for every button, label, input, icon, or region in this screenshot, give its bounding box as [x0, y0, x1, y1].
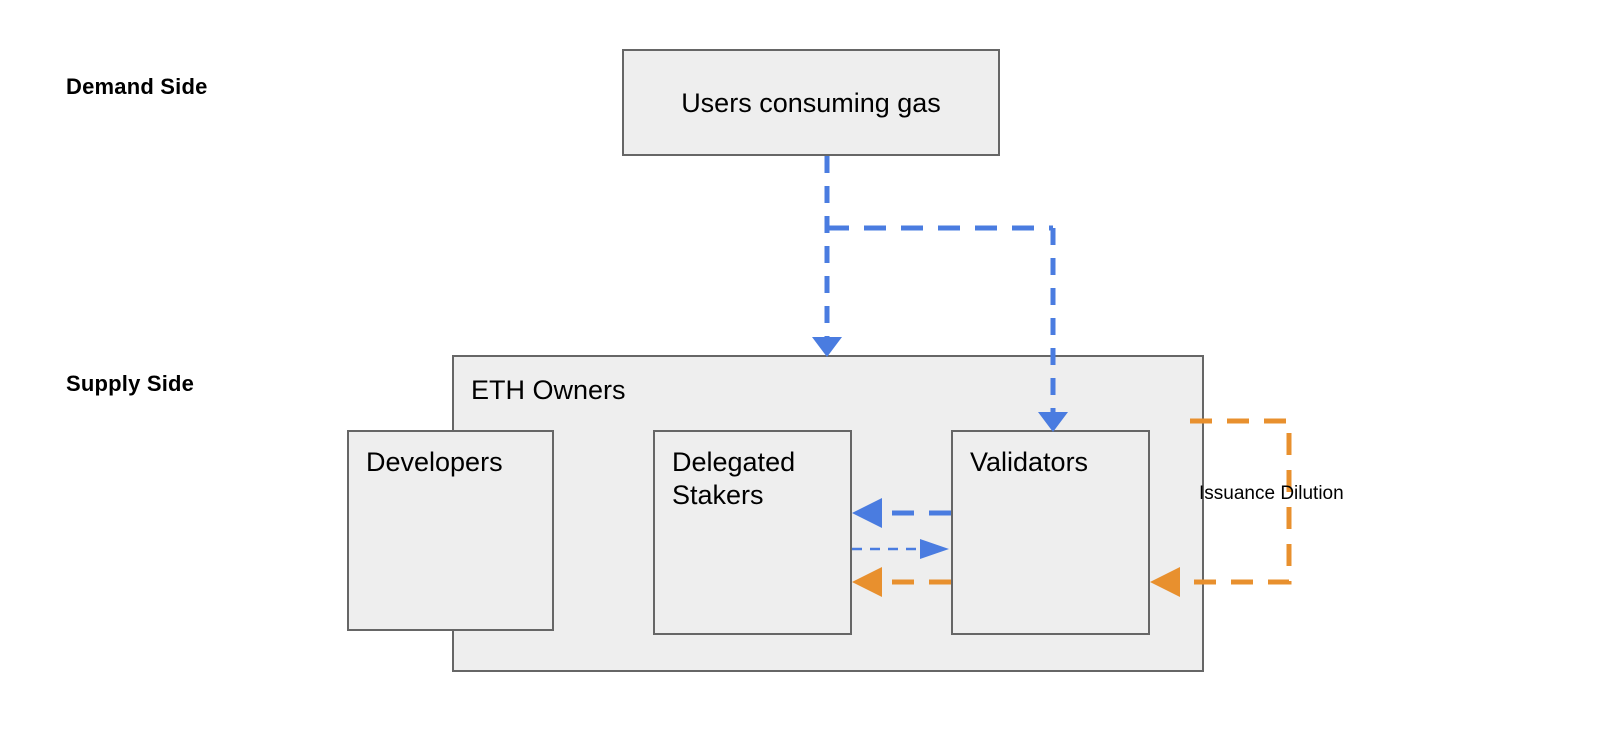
node-developers-label: Developers [366, 447, 503, 477]
edge-label-issuance-dilution: Issuance Dilution [1199, 483, 1344, 504]
node-validators-label: Validators [970, 447, 1089, 477]
node-users-consuming-gas[interactable]: Users consuming gas [622, 49, 1000, 156]
edge-users-to-eth-owners [812, 156, 842, 357]
node-validators[interactable]: Validators [951, 430, 1150, 635]
node-delegated-stakers[interactable]: Delegated Stakers [653, 430, 852, 635]
supply-side-label: Supply Side [66, 371, 195, 396]
node-eth-owners-label: ETH Owners [471, 375, 626, 405]
demand-side-label: Demand Side [66, 74, 208, 99]
node-delegated-stakers-label: Delegated Stakers [672, 447, 796, 510]
node-users-consuming-gas-label: Users consuming gas [681, 88, 941, 118]
node-developers[interactable]: Developers [347, 430, 554, 631]
